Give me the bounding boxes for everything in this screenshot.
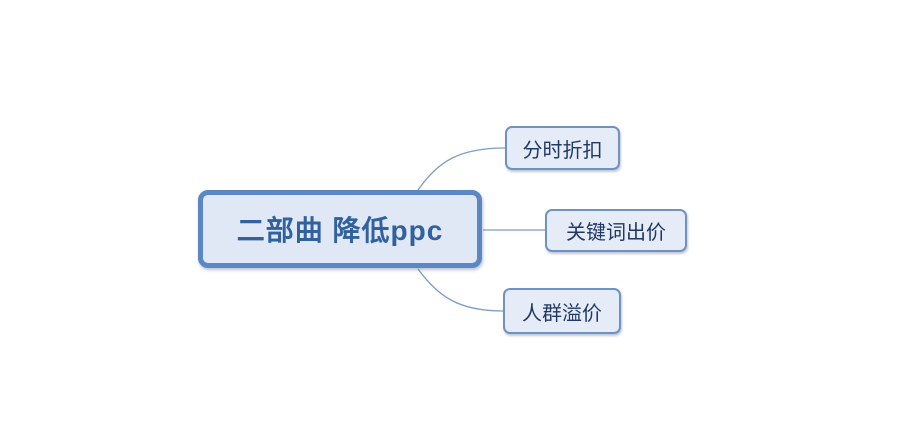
subtopic-label: 人群溢价	[522, 302, 602, 325]
subtopic-node-hourly-discount[interactable]: 分时折扣	[505, 126, 620, 170]
subtopic-label: 关键词出价	[566, 222, 666, 244]
connector-top-branch	[417, 147, 506, 191]
root-topic-node[interactable]: 二部曲 降低ppc	[198, 190, 482, 268]
subtopic-node-keyword-bid[interactable]: 关键词出价	[545, 209, 687, 252]
subtopic-label: 分时折扣	[522, 139, 603, 162]
subtopic-node-audience-premium[interactable]: 人群溢价	[503, 288, 621, 334]
connector-bottom-branch	[417, 268, 504, 312]
root-topic-label: 二部曲 降低ppc	[236, 215, 444, 246]
